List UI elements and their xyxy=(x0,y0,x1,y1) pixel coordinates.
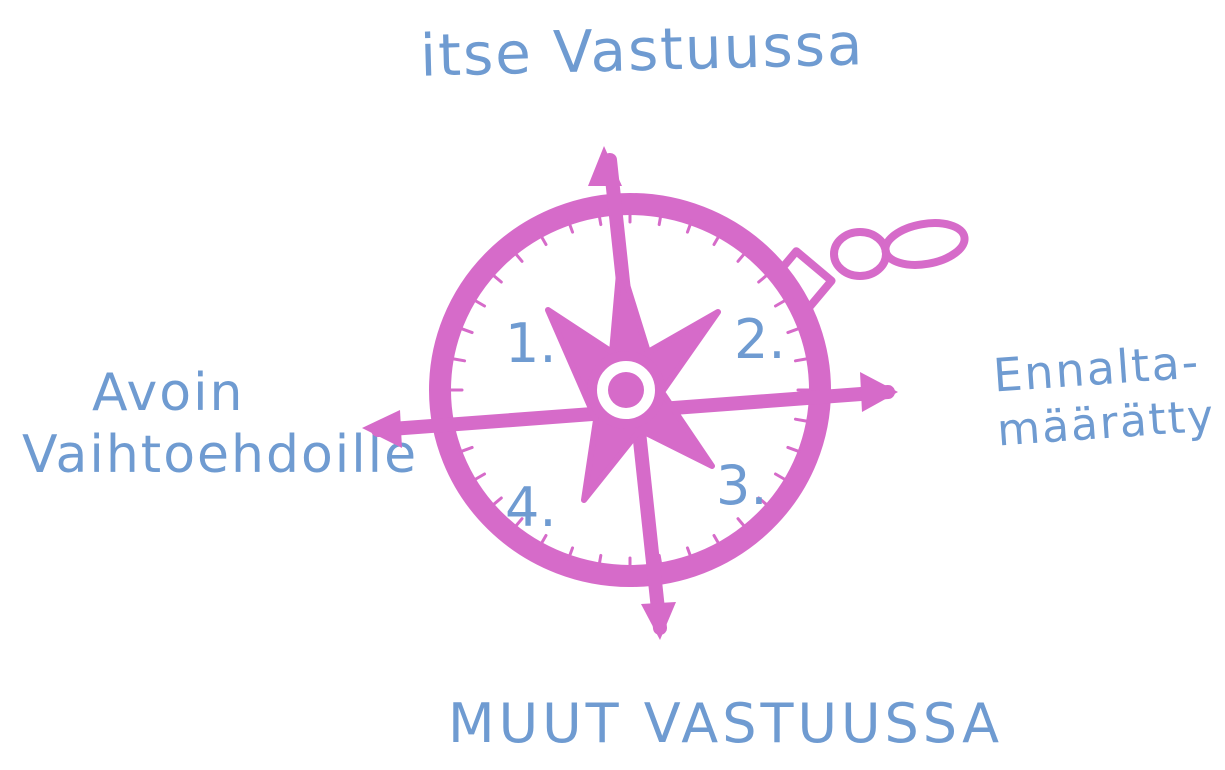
compass-tick xyxy=(738,252,746,261)
quadrant-1-label: 1. xyxy=(505,312,557,375)
compass-tick xyxy=(492,498,501,506)
compass-tick xyxy=(453,359,465,361)
arrow-right-icon xyxy=(860,372,898,412)
compass-tick xyxy=(775,474,785,480)
compass-tick xyxy=(775,300,785,306)
arrow-left-icon xyxy=(362,410,402,448)
compass-tick xyxy=(474,474,484,480)
compass-tick xyxy=(599,213,601,225)
compass-tick xyxy=(461,328,472,332)
compass-tick xyxy=(795,359,807,361)
compass-tick xyxy=(659,213,661,225)
compass-tick xyxy=(759,274,768,282)
compass-tick xyxy=(461,447,472,451)
compass-tick xyxy=(514,252,522,261)
quadrant-4-label: 4. xyxy=(505,476,557,539)
compass-tick xyxy=(795,419,807,421)
quadrant-3-label: 3. xyxy=(716,454,768,517)
quadrant-2-label: 2. xyxy=(734,308,786,371)
arrow-down-icon xyxy=(641,602,676,640)
compass-tick xyxy=(738,519,746,528)
compass-tick xyxy=(788,447,799,451)
compass-tick xyxy=(599,555,601,567)
compass-tick xyxy=(474,300,484,306)
compass-tick xyxy=(492,274,501,282)
compass-tick xyxy=(788,328,799,332)
